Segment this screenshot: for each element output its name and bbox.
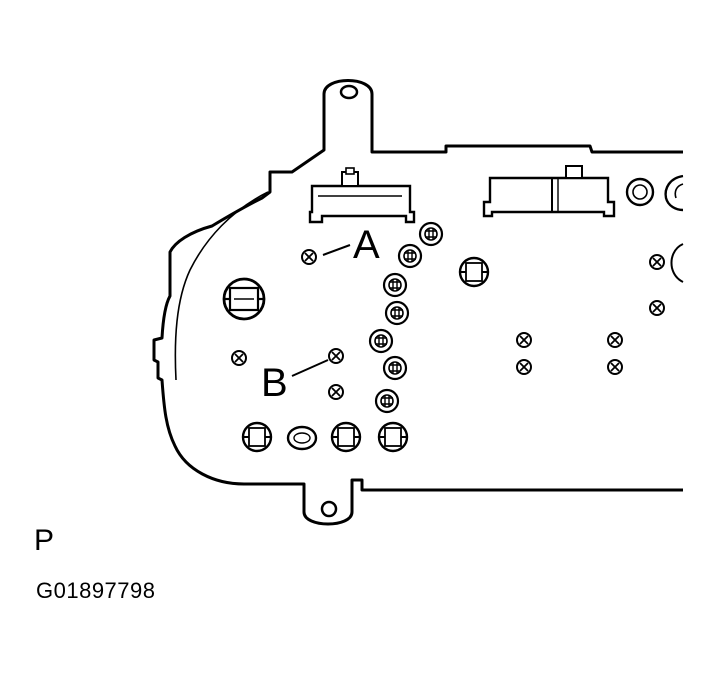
screw-right-2 — [649, 300, 665, 316]
figure-letter: P — [34, 524, 55, 557]
small-socket-4 — [384, 300, 410, 326]
screw-a — [301, 249, 317, 265]
bulb-socket-bottom-2 — [286, 425, 318, 451]
screw-below-b — [328, 384, 344, 400]
small-socket-7 — [374, 388, 400, 414]
right-connector — [482, 165, 616, 218]
bulb-socket-bottom-4 — [377, 421, 409, 453]
screw-left — [231, 350, 247, 366]
bulb-socket-bottom-3 — [330, 421, 362, 453]
housing-inner-edge — [174, 191, 269, 381]
bottom-mount-hole — [320, 500, 338, 518]
figure-id: G01897798 — [36, 578, 156, 603]
screw-mid-3 — [607, 332, 623, 348]
bulb-socket-center — [458, 256, 490, 288]
small-socket-1 — [418, 221, 444, 247]
leader-line-b — [291, 359, 329, 377]
left-connector — [308, 167, 416, 224]
screw-mid-2 — [516, 359, 532, 375]
small-socket-6 — [382, 355, 408, 381]
top-mount-hole — [339, 84, 359, 100]
callout-a-label: A — [353, 223, 380, 267]
bulb-socket-bottom-1 — [241, 421, 273, 453]
screw-right-1 — [649, 254, 665, 270]
large-bulb-socket-left — [222, 277, 266, 321]
screw-mid-4 — [607, 359, 623, 375]
small-socket-3 — [382, 272, 408, 298]
right-edge-sockets — [625, 174, 684, 283]
leader-line-a — [322, 244, 351, 256]
cluster-housing-outline — [152, 79, 683, 526]
callout-b-label: B — [261, 361, 288, 405]
small-socket-5 — [368, 328, 394, 354]
small-socket-2 — [397, 243, 423, 269]
screw-b — [328, 348, 344, 364]
screw-mid-1 — [516, 332, 532, 348]
